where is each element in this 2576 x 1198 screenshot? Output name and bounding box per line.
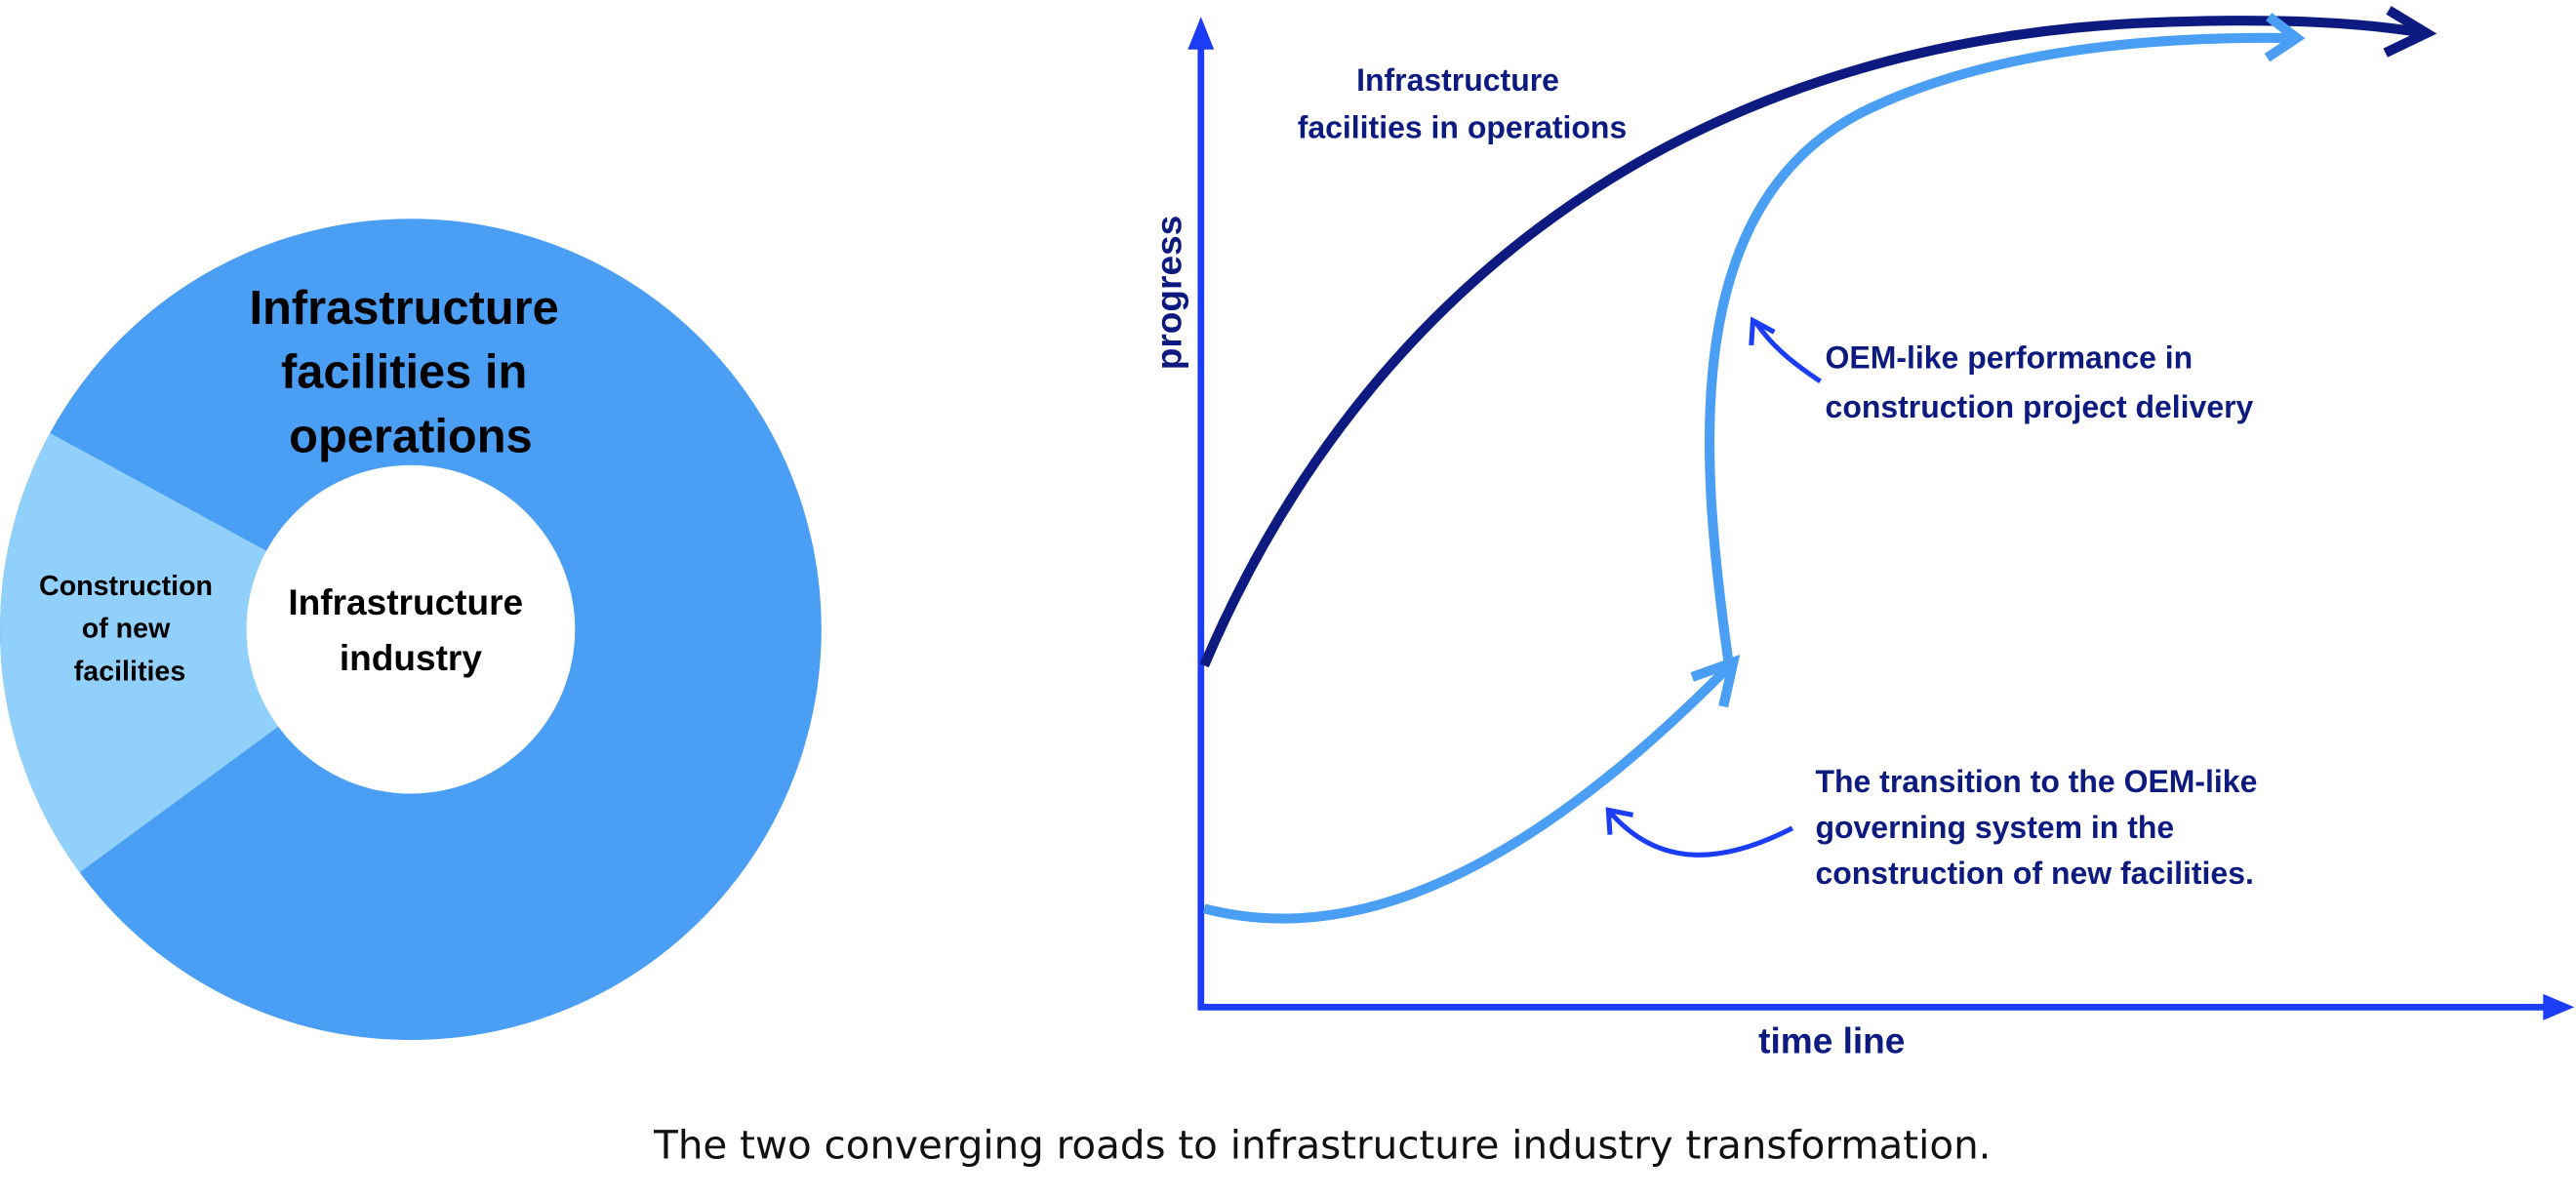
transition-curve-arrow-icon (1690, 654, 1741, 708)
figure-caption: The two converging roads to infrastructu… (653, 1121, 1991, 1168)
progress-graph: progress time line Infrastructure facili… (1148, 6, 2575, 1061)
construction-slice-label: Construction of new facilities (39, 571, 221, 688)
oem-label: OEM-like performance in construction pro… (1826, 339, 2254, 424)
oem-curve-arrow-icon (2264, 13, 2306, 62)
operations-curve-arrow-icon (2383, 6, 2437, 58)
transition-pointer-arrow (1606, 808, 1794, 858)
operations-slice-label: Infrastructure facilities in operations (249, 282, 572, 462)
transition-pointer-arrow-icon (1605, 807, 1634, 835)
donut-chart: Infrastructure facilities in operations … (0, 219, 822, 1041)
center-label: Infrastructure industry (288, 581, 533, 678)
donut-hole (246, 464, 576, 794)
oem-curve (1704, 32, 2291, 661)
operations-curve (1199, 16, 2426, 668)
transition-label: The transition to the OEM-like governing… (1815, 764, 2266, 891)
oem-pointer-arrow-icon (1749, 316, 1776, 346)
x-axis-label: time line (1758, 1020, 1905, 1061)
y-axis-label: progress (1148, 216, 1189, 370)
y-axis-arrow-icon (1187, 17, 1215, 50)
construction-slice (0, 432, 411, 873)
x-axis-arrow-icon (2543, 993, 2575, 1020)
transition-curve (1202, 663, 1732, 924)
operations-curve-label: Infrastructure facilities in operations (1298, 62, 1628, 145)
oem-pointer-arrow (1752, 319, 1822, 384)
